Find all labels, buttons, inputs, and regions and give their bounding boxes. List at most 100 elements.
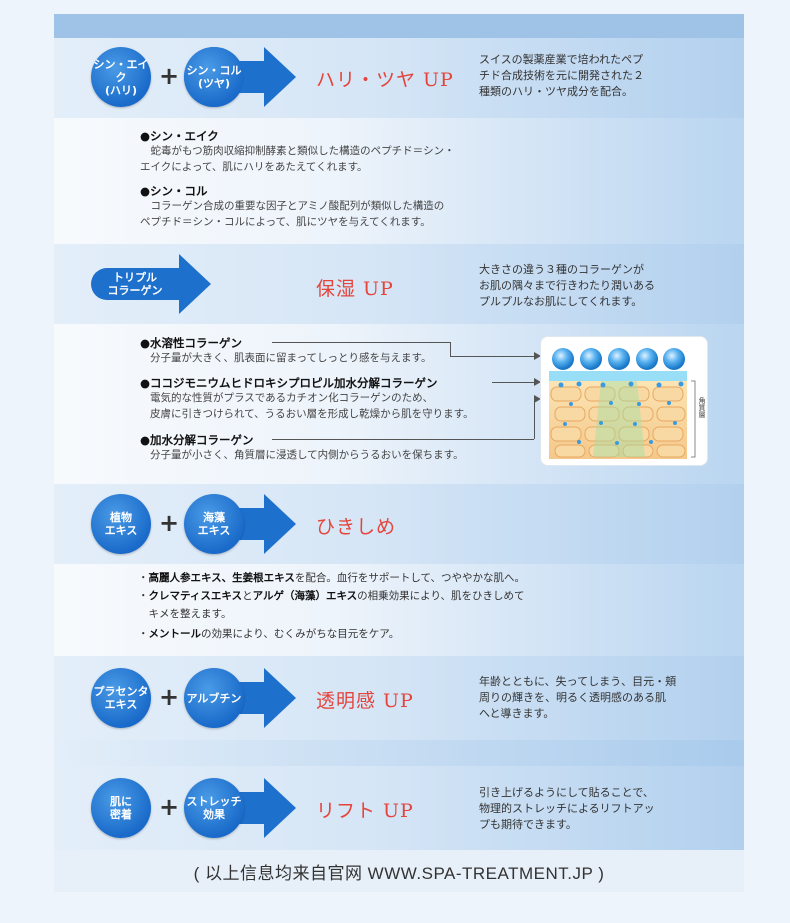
item-title: ●水溶性コラーゲン	[140, 336, 243, 350]
item-title: ●シン・コル	[140, 184, 208, 198]
arbutin-circle: アルブチン	[184, 668, 244, 728]
section-hari-tsuya-details	[54, 118, 744, 256]
item-line: コラーゲン合成の重要な因子とアミノ酸配列が類似した構造の	[140, 200, 445, 212]
leader-line	[272, 439, 534, 440]
section-title: 透明感 UP	[316, 690, 414, 712]
arbutin-arrow: アルブチン	[184, 668, 296, 728]
circle-label: シン・エイク	[93, 57, 149, 84]
item-line: 電気的な性質がプラスであるカチオン化コラーゲンのため、	[150, 392, 434, 404]
desc-line: プも期待できます。	[479, 818, 577, 831]
plus-icon: +	[159, 509, 180, 537]
section-description: 年齢とともに、失ってしまう、目元・頬 周りの輝きを、明るく透明感のある肌 へと導…	[479, 674, 676, 722]
skin-layer-diagram: 角質層	[540, 336, 708, 466]
item-text: 蛇毒がもつ筋肉収縮抑制酵素と類似した構造のペプチド＝シン・ エイクによって、肌に…	[140, 143, 455, 175]
item-line: ペプチド＝シン・コルによって、肌にツヤを与えてくれます。	[140, 216, 431, 228]
seaweed-extract-circle: 海藻 エキス	[184, 494, 244, 554]
desc-line: へと導きます。	[479, 707, 555, 720]
circle-label: ストレッチ	[186, 795, 242, 808]
desc-line: 物理的ストレッチによるリフトアッ	[479, 802, 655, 815]
page-panel: シン・エイク (ハリ) + シン・コル (ツヤ) シン・コル (ツヤ) ハリ・ツ…	[54, 14, 744, 892]
leader-line	[450, 356, 534, 357]
pointer-arrow-icon	[534, 395, 541, 403]
section-title: ハリ・ツヤ UP	[316, 69, 454, 91]
circle-label: 密着	[110, 808, 132, 821]
section-hari-tsuya-header	[54, 38, 744, 118]
circle-label: (ハリ)	[104, 83, 138, 97]
circle-label: エキス	[104, 698, 138, 711]
firming-line-3: キメを整えます。	[138, 608, 232, 620]
desc-line: 大きさの違う３種のコラーゲンが	[479, 263, 644, 276]
source-footer: ( 以上信息均来自官网 WWW.SPA-TREATMENT.JP )	[54, 850, 744, 892]
item-title: ●加水分解コラーゲン	[140, 433, 254, 447]
pointer-arrow-icon	[534, 378, 541, 386]
plant-extract-circle: 植物 エキス	[91, 494, 151, 554]
circle-label: 効果	[203, 808, 225, 821]
firming-line-4: ・メントールの効果により、むくみがちな目元をケア。	[138, 628, 400, 640]
plus-icon: +	[159, 683, 180, 711]
skin-illustration	[541, 337, 707, 465]
desc-line: プルプルなお肌にしてくれます。	[479, 295, 643, 308]
section-title: ひきしめ	[316, 516, 397, 538]
section-divider	[54, 740, 744, 766]
arrow-shaft	[91, 268, 179, 300]
shin-aik-circle: シン・エイク (ハリ)	[91, 47, 151, 107]
section-firming-details	[54, 564, 744, 656]
item-line: 皮膚に引きつけられて、うるおい層を形成し乾燥から肌を守ります。	[150, 408, 474, 420]
desc-line: 年齢とともに、失ってしまう、目元・頬	[479, 675, 677, 688]
item-text: コラーゲン合成の重要な因子とアミノ酸配列が類似した構造の ペプチド＝シン・コルに…	[140, 198, 444, 230]
skin-adhesion-circle: 肌に 密着	[91, 778, 151, 838]
section-clarity-header	[54, 656, 744, 740]
placenta-extract-circle: プラセンタ エキス	[91, 668, 151, 728]
seaweed-extract-arrow: 海藻 エキス	[184, 494, 296, 554]
stretch-effect-arrow: ストレッチ 効果	[184, 778, 296, 838]
item-line: 分子量が大きく、肌表面に留まってしっとり感を与えます。	[150, 352, 432, 364]
triple-collagen-arrow: トリプル コラーゲン	[91, 254, 211, 314]
section-firming-header	[54, 484, 744, 564]
shin-col-arrow: シン・コル (ツヤ) シン・コル (ツヤ)	[184, 47, 296, 107]
circle-label: (ツヤ)	[197, 77, 231, 90]
firming-line-1: ・高麗人参エキス、生姜根エキスを配合。血行をサポートして、つややかな肌へ。	[138, 572, 526, 584]
item-text: 電気的な性質がプラスであるカチオン化コラーゲンのため、 皮膚に引きつけられて、う…	[150, 390, 474, 422]
item-line: エイクによって、肌にハリをあたえてくれます。	[140, 161, 368, 173]
section-description: スイスの製薬産業で培われたペプ チド合成技術を元に開発された２ 種類のハリ・ツヤ…	[479, 52, 644, 100]
firming-line-2: ・クレマティスエキスとアルゲ（海藻）エキスの相乗効果により、肌をひきしめて	[138, 590, 525, 602]
plus-icon: +	[159, 62, 180, 90]
circle-label: エキス	[104, 524, 138, 537]
arrow-right-icon	[264, 778, 296, 838]
plus-icon: +	[159, 793, 180, 821]
stratum-corneum-label: 角質層	[698, 397, 706, 418]
leader-line	[492, 382, 534, 383]
arrow-right-icon	[264, 47, 296, 107]
desc-line: お肌の隅々まで行きわたり潤いある	[479, 279, 655, 292]
pointer-arrow-icon	[534, 352, 541, 360]
section-title: リフト UP	[316, 800, 414, 822]
leader-line	[534, 399, 535, 439]
shin-col-circle-front: シン・コル (ツヤ)	[184, 47, 244, 107]
desc-line: 周りの輝きを、明るく透明感のある肌	[479, 691, 666, 704]
desc-line: スイスの製薬産業で培われたペプ	[479, 53, 644, 66]
circle-label: アルブチン	[186, 691, 242, 705]
item-title: ●ココジモニウムヒドロキシプロピル加水分解コラーゲン	[140, 376, 438, 390]
section-title: 保湿 UP	[316, 278, 394, 300]
arrow-label-line: コラーゲン	[107, 284, 163, 297]
arrow-label: トリプル コラーゲン	[91, 268, 179, 300]
section-description: 大きさの違う３種のコラーゲンが お肌の隅々まで行きわたり潤いある プルプルなお肌…	[479, 262, 655, 310]
desc-line: 引き上げるようにして貼ることで、	[479, 786, 654, 799]
arrow-label-line: トリプル	[113, 271, 157, 284]
item-line: 蛇毒がもつ筋肉収縮抑制酵素と類似した構造のペプチド＝シン・	[140, 145, 455, 157]
desc-line: チド合成技術を元に開発された２	[479, 69, 644, 82]
circle-label: エキス	[197, 524, 231, 537]
stretch-effect-circle: ストレッチ 効果	[184, 778, 244, 838]
circle-label: 植物	[110, 511, 132, 524]
circle-label: 海藻	[203, 511, 225, 524]
arrow-right-icon	[264, 494, 296, 554]
circle-label: プラセンタ	[93, 685, 149, 698]
leader-line	[450, 342, 451, 356]
item-line: 分子量が小さく、角質層に浸透して内側からうるおいを保ちます。	[150, 449, 464, 461]
arrow-right-icon	[179, 254, 211, 314]
section-description: 引き上げるようにして貼ることで、 物理的ストレッチによるリフトアッ プも期待でき…	[479, 785, 655, 833]
circle-label: 肌に	[110, 795, 132, 808]
section-lift-header	[54, 766, 744, 850]
circle-label: シン・コル	[186, 64, 242, 77]
arrow-right-icon	[264, 668, 296, 728]
